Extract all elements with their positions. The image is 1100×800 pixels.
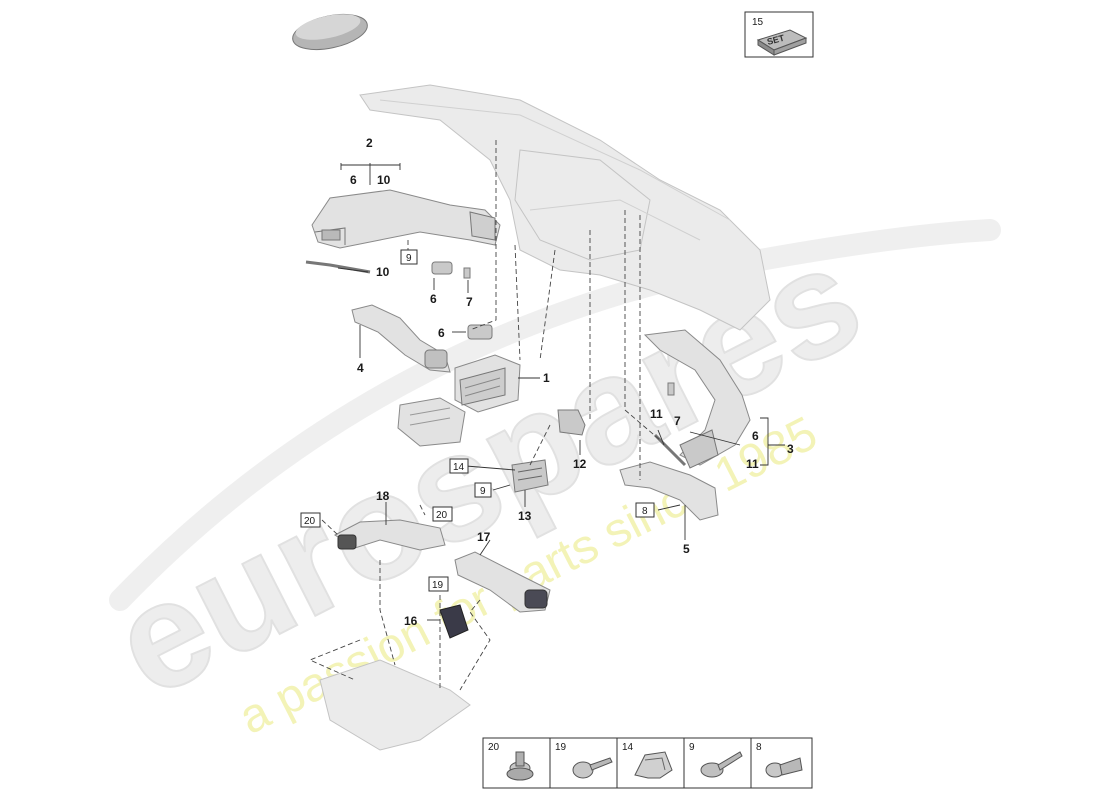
expanding-rivet-icon xyxy=(765,757,803,778)
callout-1: 1 xyxy=(543,371,550,385)
callout-7b: 7 xyxy=(674,414,681,428)
part-6-clip-middle xyxy=(467,324,493,340)
callout-3-bottom: 11 xyxy=(746,457,759,471)
box-9b: 9 xyxy=(480,486,486,497)
part-6-clip-upper xyxy=(431,261,453,275)
part-3-right-duct xyxy=(643,329,751,469)
callout-18: 18 xyxy=(376,489,390,503)
callout-5: 5 xyxy=(683,542,690,556)
part-7-bolt-upper xyxy=(463,267,471,279)
part-4-center-duct xyxy=(351,304,451,373)
part-10-trim-strip xyxy=(305,260,371,274)
callout-2: 2 xyxy=(366,136,373,150)
dashboard-carrier-ghost xyxy=(359,84,771,331)
screw-washer-icon xyxy=(506,751,534,781)
leader-lines xyxy=(308,140,785,691)
box-20b: 20 xyxy=(436,510,448,521)
watermark-swoosh xyxy=(109,219,1001,611)
part-16-outlet xyxy=(439,604,469,639)
set-icon: SET xyxy=(756,29,808,56)
box-14: 14 xyxy=(453,462,465,473)
set-number: 15 xyxy=(752,17,764,28)
pan-screw-icon xyxy=(572,757,613,779)
part-7-bolt-right xyxy=(667,382,675,396)
part-17-rear-duct xyxy=(454,551,551,613)
callout-10: 10 xyxy=(376,265,390,279)
part-13-vent-grille xyxy=(511,459,549,493)
legend-number-8: 8 xyxy=(756,742,762,753)
legend-number-14: 14 xyxy=(622,742,634,753)
callout-12: 12 xyxy=(573,457,587,471)
callout-3: 3 xyxy=(787,442,794,456)
box-9a: 9 xyxy=(406,253,412,264)
lower-vent-piece xyxy=(397,397,466,447)
callout-2-right: 10 xyxy=(377,173,391,187)
callout-17: 17 xyxy=(477,530,491,544)
callout-labels: 2 6 10 10 6 7 6 4 1 12 11 7 6 11 3 5 13 … xyxy=(350,136,794,628)
box-19: 19 xyxy=(432,580,444,591)
callout-4: 4 xyxy=(357,361,364,375)
part-18-footwell-duct xyxy=(334,519,446,551)
box-20a: 20 xyxy=(304,516,316,527)
part-11-trim-strip xyxy=(653,433,687,467)
callout-6b: 6 xyxy=(438,326,445,340)
lower-bracket-ghost xyxy=(319,659,471,751)
part-1-center-vent xyxy=(454,354,521,413)
callout-16: 16 xyxy=(404,614,418,628)
part-5-side-duct xyxy=(619,461,719,521)
part-2-left-duct xyxy=(311,189,501,249)
callout-7a: 7 xyxy=(466,295,473,309)
fastener-legend: 20 19 14 9 8 xyxy=(482,737,813,789)
callout-6a: 6 xyxy=(430,292,437,306)
callout-13: 13 xyxy=(518,509,532,523)
flange-screw-icon xyxy=(700,751,743,778)
set-badge: SET xyxy=(766,33,786,47)
boxed-callouts: 9 14 9 8 20 20 19 xyxy=(300,249,655,592)
legend-number-20: 20 xyxy=(488,742,500,753)
cover-pad xyxy=(292,13,368,51)
callout-11: 11 xyxy=(650,407,663,421)
legend-number-19: 19 xyxy=(555,742,567,753)
box-8: 8 xyxy=(642,506,648,517)
legend-number-9: 9 xyxy=(689,742,695,753)
callout-2-left: 6 xyxy=(350,173,357,187)
callout-3-top: 6 xyxy=(752,429,759,443)
part-12-bracket xyxy=(557,409,586,436)
set-box: 15 SET xyxy=(744,11,814,58)
spring-clip-icon xyxy=(634,751,673,779)
